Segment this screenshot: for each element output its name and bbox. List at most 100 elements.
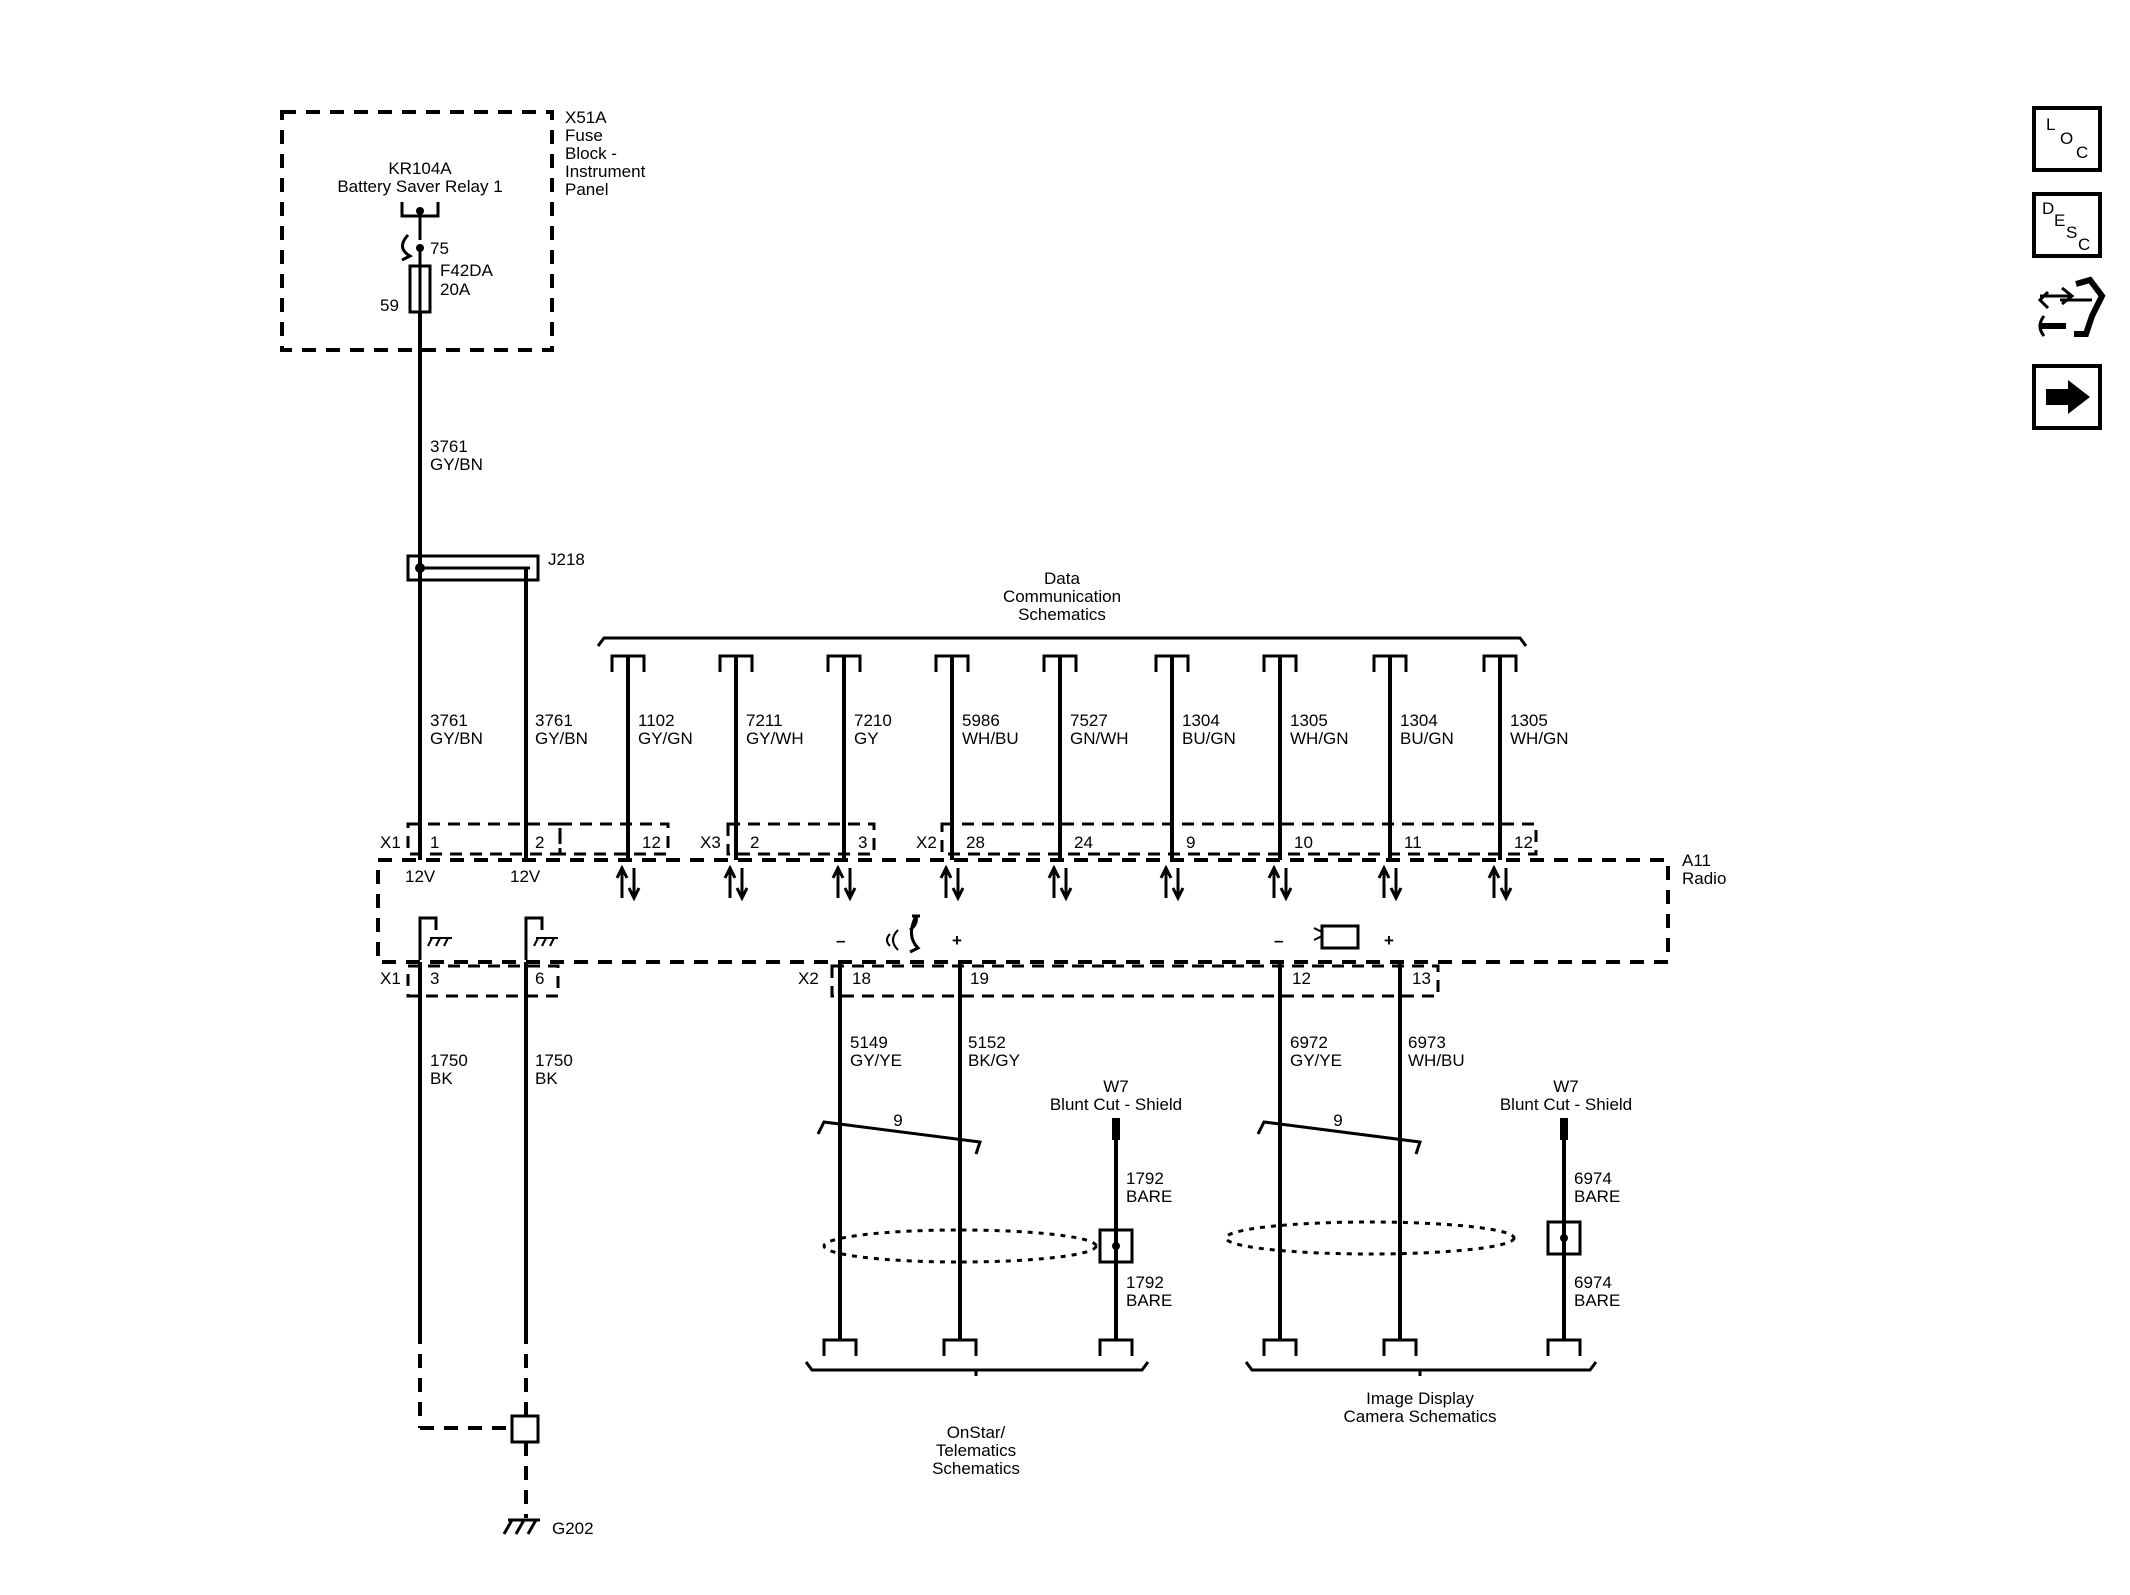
relay-contact-icon xyxy=(400,202,440,262)
camera-wire-1-color: GY/YE xyxy=(1290,1051,1342,1070)
mic-minus: – xyxy=(836,931,845,950)
bus-wire-pin: 24 xyxy=(1074,833,1093,852)
loc-button[interactable]: L O C xyxy=(2032,106,2102,172)
shield-right-id: W7 xyxy=(1553,1077,1579,1096)
shield-left-color-lower: BARE xyxy=(1126,1291,1172,1310)
shield-right-color-upper: BARE xyxy=(1574,1187,1620,1206)
bus-wire-color: GN/WH xyxy=(1070,729,1129,748)
bus-wire-color: BU/GN xyxy=(1400,729,1454,748)
camera-wire-2-color: WH/BU xyxy=(1408,1051,1465,1070)
splice-j218: J218 xyxy=(406,550,585,860)
right-arrow-icon xyxy=(2046,380,2090,414)
shield-right-name: Blunt Cut - Shield xyxy=(1500,1095,1632,1114)
fuse-block: X51A Fuse Block - Instrument Panel KR104… xyxy=(280,108,646,352)
power-wire-1-circuit: 3761 xyxy=(430,711,468,730)
bus-wire-pin: 11 xyxy=(1404,833,1422,852)
ground-splice-icon xyxy=(510,1414,540,1444)
bus-wire-color: WH/GN xyxy=(1510,729,1569,748)
shield-right-circuit-lower: 6974 xyxy=(1574,1273,1612,1292)
shield-ellipse xyxy=(1224,1220,1516,1256)
bus-wire-color: BU/GN xyxy=(1182,729,1236,748)
shield-connection-icon xyxy=(1098,1228,1134,1264)
power-voltage-2: 12V xyxy=(510,867,541,886)
ground-pin-2: 6 xyxy=(535,969,544,988)
camera-label-line-1: Image Display xyxy=(1366,1389,1474,1408)
bus-connector-id: X3 xyxy=(700,833,721,852)
camera-pin-2: 13 xyxy=(1412,969,1431,988)
twist-marker xyxy=(1256,1120,1422,1155)
ground-wire-1-color: BK xyxy=(430,1069,453,1088)
power-connector-id: X1 xyxy=(380,833,401,852)
mic-wire-1-color: GY/YE xyxy=(850,1051,902,1070)
mic-connector-id: X2 xyxy=(798,969,819,988)
fuse-block-name-line-2: Block - xyxy=(565,144,617,163)
loc-letter-1: L xyxy=(2046,115,2055,134)
chassis-ground-icon xyxy=(418,916,452,960)
connector-x2-top xyxy=(940,822,1538,856)
bidirectional-arrow-icon xyxy=(1377,864,1403,902)
fuse-block-name-line-1: Fuse xyxy=(565,126,603,145)
shield-right-color-lower: BARE xyxy=(1574,1291,1620,1310)
mic-wire-2-color: BK/GY xyxy=(968,1051,1020,1070)
power-pin-1: 1 xyxy=(430,833,439,852)
bidirectional-arrow-icon xyxy=(831,864,857,902)
bus-wire-pin: 12 xyxy=(1514,833,1533,852)
bus-wire-circuit: 1305 xyxy=(1290,711,1328,730)
shield-left-circuit-lower: 1792 xyxy=(1126,1273,1164,1292)
power-pin-2: 2 xyxy=(535,833,544,852)
camera-plus: + xyxy=(1384,931,1394,950)
data-bus-bracket xyxy=(596,636,1528,647)
connector-x1-bottom xyxy=(406,964,560,998)
camera-bracket xyxy=(1244,1361,1598,1372)
camera-circuit: 6972 GY/YE 6973 WH/BU 9 W7 Blunt Cut - S… xyxy=(1224,962,1632,1426)
fuse-block-name-line-3: Instrument xyxy=(565,162,646,181)
shield-connection-icon xyxy=(1546,1220,1582,1256)
relay-pin: 75 xyxy=(430,239,449,258)
connector-x2-bottom xyxy=(830,964,1440,998)
camera-pin-1: 12 xyxy=(1292,969,1311,988)
ground-wire-1-circuit: 1750 xyxy=(430,1051,468,1070)
ground-wire-2-circuit: 1750 xyxy=(535,1051,573,1070)
bus-wire-circuit: 1304 xyxy=(1400,711,1438,730)
shield-left-name: Blunt Cut - Shield xyxy=(1050,1095,1182,1114)
power-wire-2-color: GY/BN xyxy=(535,729,588,748)
onstar-bracket xyxy=(804,1361,1150,1372)
diagnostic-wrench-icon[interactable] xyxy=(2037,276,2106,337)
mic-pin-1: 18 xyxy=(852,969,871,988)
radio-module: A11 Radio X1 1 2 12V 12V xyxy=(376,822,1726,998)
mic-wire-2-circuit: 5152 xyxy=(968,1033,1006,1052)
data-bus-label-line-1: Data xyxy=(1044,569,1080,588)
data-bus-label-line-2: Communication xyxy=(1003,587,1121,606)
desc-letter-3: S xyxy=(2066,223,2077,242)
bus-wire-circuit: 7211 xyxy=(746,711,783,730)
desc-letter-2: E xyxy=(2054,211,2065,230)
relay-id: KR104A xyxy=(388,159,452,178)
ground-pin-1: 3 xyxy=(430,969,439,988)
module-name: Radio xyxy=(1682,869,1726,888)
camera-wire-2-circuit: 6973 xyxy=(1408,1033,1446,1052)
ground-symbol-icon xyxy=(502,1518,540,1535)
desc-button[interactable]: D E S C xyxy=(2032,192,2102,258)
ground-connector-id: X1 xyxy=(380,969,401,988)
bus-wire-color: GY/GN xyxy=(638,729,693,748)
ground-wire-2-color: BK xyxy=(535,1069,558,1088)
bus-wire-color: WH/GN xyxy=(1290,729,1349,748)
bus-wire-circuit: 7527 xyxy=(1070,711,1108,730)
twist-label-right: 9 xyxy=(1333,1111,1342,1130)
camera-icon xyxy=(1313,924,1360,950)
bus-wire-pin: 9 xyxy=(1186,833,1195,852)
fuse-block-name-line-4: Panel xyxy=(565,180,608,199)
feed-wire-circuit: 3761 xyxy=(430,437,468,456)
bus-wire-pin: 12 xyxy=(642,833,661,852)
next-button[interactable] xyxy=(2032,364,2102,430)
ground-circuit: 1750 BK 1750 BK G202 xyxy=(418,962,594,1538)
shield-ellipse xyxy=(822,1228,1098,1264)
